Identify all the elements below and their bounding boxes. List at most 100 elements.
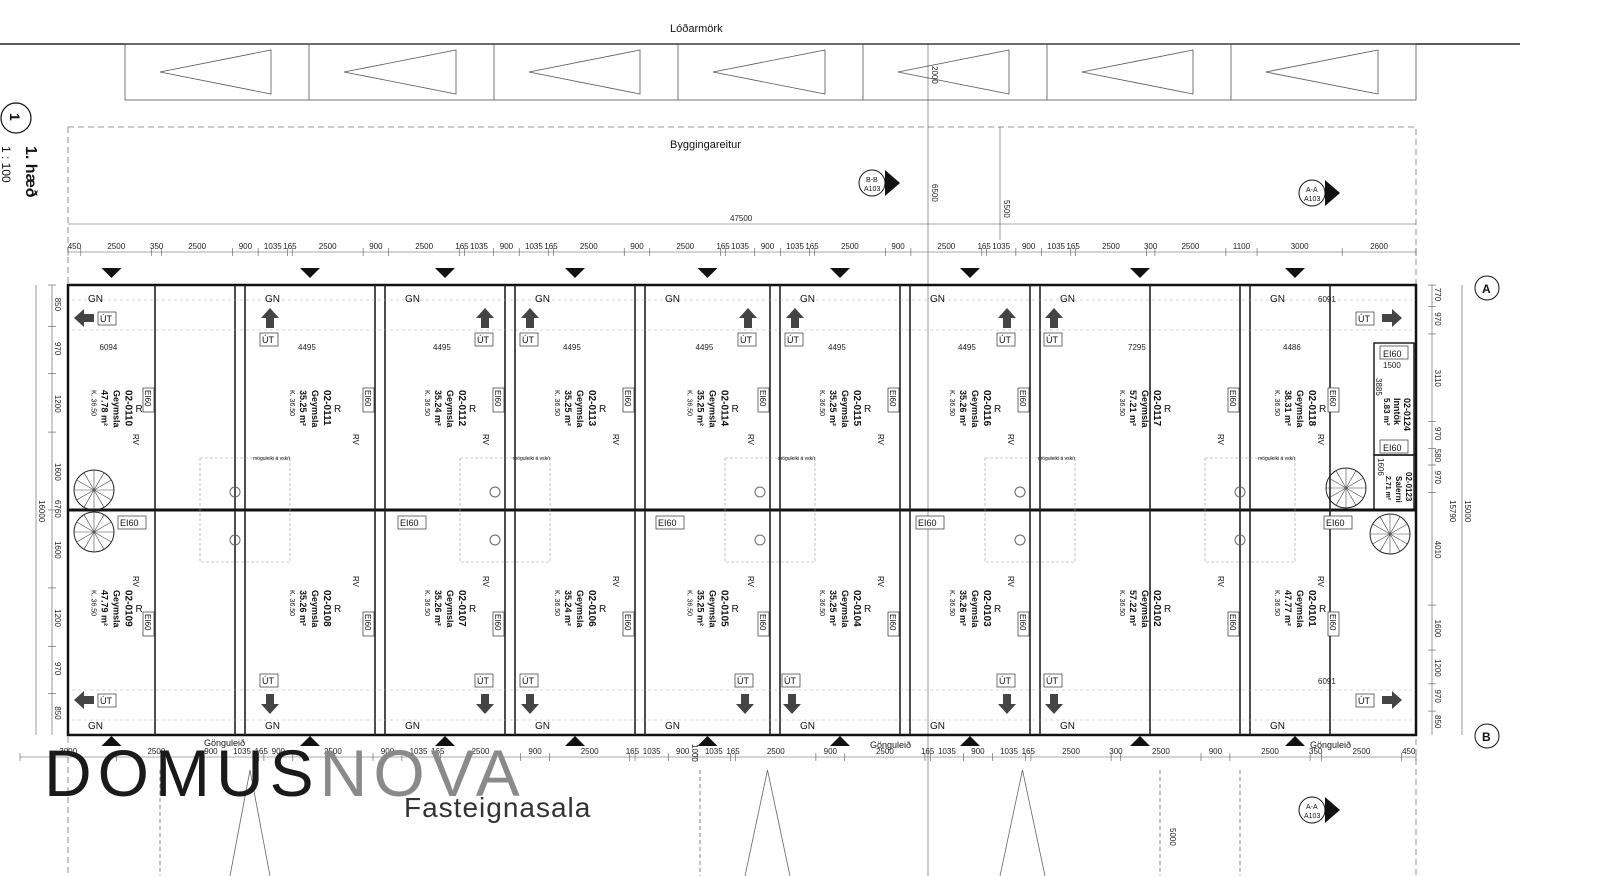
unit-type: Geymsla — [840, 390, 850, 429]
parking-arrow-lower — [744, 769, 791, 876]
exit-arrow-icon — [476, 308, 494, 328]
grid-marker-b: B — [1474, 723, 1500, 749]
setback-dim-2000: 2000 — [930, 66, 939, 84]
fire-rating-box — [915, 515, 945, 530]
exit-arrow-icon — [74, 691, 94, 709]
grid-marker-a: A — [1474, 275, 1500, 301]
dimension-label: 3000 — [59, 747, 77, 756]
gn-label: GN — [265, 721, 280, 732]
unit-area: 47.79 m² — [100, 590, 110, 626]
exit-box — [1043, 673, 1063, 688]
unit-type: Geymsla — [310, 390, 320, 429]
dimension-label: 2500 — [1353, 747, 1371, 756]
fire-rating-box — [1017, 387, 1030, 413]
rv-label: RV — [481, 434, 490, 446]
exit-label: ÚT — [262, 335, 274, 345]
dimension-label: 165 — [431, 747, 445, 756]
parking-arrow — [1081, 49, 1194, 95]
dimension-label: 1035 — [525, 242, 543, 251]
entry-triangle-lower — [1285, 736, 1305, 746]
dimension-label: 1100 — [1233, 242, 1251, 251]
dimension-label: 300 — [1109, 747, 1123, 756]
fire-rating-label: EI60 — [623, 614, 632, 631]
dimension-label: 165 — [1066, 242, 1080, 251]
stair-tread — [1335, 470, 1347, 489]
fire-rating-box — [1227, 387, 1240, 413]
exit-box — [259, 673, 279, 688]
stair-tread — [1345, 487, 1357, 506]
dimension-label: 1035 — [1047, 242, 1065, 251]
unit-type: Geymsla — [970, 390, 980, 429]
dimension-label: 970 — [1433, 471, 1442, 485]
unit-code: 02-0105 — [719, 590, 730, 627]
fire-rating-label: EI60 — [623, 390, 632, 407]
exit-box — [519, 673, 539, 688]
spine-fire-label: EI60 — [915, 515, 945, 530]
fire-rating-label: EI60 — [1328, 614, 1337, 631]
wc-option-outline — [984, 457, 1076, 563]
dimension-label: 1035 — [731, 242, 749, 251]
unit-area: 35.25 m² — [696, 390, 706, 426]
fire-rating-box — [117, 515, 147, 530]
unit-level: K. 36.50 — [1273, 590, 1280, 616]
unit-area: 38.31 m² — [1283, 390, 1293, 426]
spiral-stair-icon — [73, 511, 115, 553]
dimension-label: 2500 — [581, 747, 599, 756]
fire-rating-label: EI60 — [143, 614, 152, 631]
exit-arrow-icon — [739, 308, 757, 328]
unit-level: K. 36.50 — [553, 590, 560, 616]
exit-label: ÚT — [784, 676, 796, 686]
dimension-label: 900 — [381, 747, 395, 756]
fire-rating-label: EI60 — [120, 518, 139, 528]
entry-triangle — [1285, 268, 1305, 278]
dimension-label: 1035 — [410, 747, 428, 756]
toilet-icon — [229, 534, 241, 546]
entry-triangle — [300, 268, 320, 278]
unit-level: K. 36.50 — [288, 590, 295, 616]
fire-rating-box — [362, 611, 375, 637]
unit-code: 02-0111 — [321, 390, 332, 426]
exit-sign: ÚT — [1043, 308, 1063, 347]
brand-subtitle: Fasteignasala — [404, 792, 592, 823]
fire-rating-box — [1323, 515, 1353, 530]
exit-sign: ÚT — [734, 673, 754, 714]
unit-area: 35.26 m² — [958, 390, 968, 426]
stair-tread — [83, 472, 95, 491]
exit-arrow-icon — [736, 694, 754, 714]
dimension-label: 2500 — [876, 747, 894, 756]
unit-type: Geymsla — [575, 590, 585, 629]
side-room-dim: 3885 — [1374, 378, 1383, 396]
spine-fire-label: EI60 — [655, 515, 685, 530]
gn-label: GN — [1270, 721, 1285, 732]
section-mark-aa-bottom: A-A A103 — [1298, 796, 1340, 824]
parking-arrow — [343, 49, 457, 95]
unit-level: K. 36.50 — [288, 390, 295, 416]
fire-rating-box — [492, 387, 505, 413]
plot-boundary-label: Lóðarmörk — [670, 23, 723, 35]
exit-sign: ÚT — [996, 308, 1016, 347]
side-room-code: 02-0123 — [1404, 472, 1413, 502]
wc-option-outline — [459, 457, 551, 563]
spiral-stair-icon — [1325, 467, 1367, 509]
dimension-label: 165 — [544, 242, 558, 251]
unit-type: Geymsla — [1140, 390, 1150, 429]
exit-arrow-icon — [261, 308, 279, 328]
fire-rating-box — [655, 515, 685, 530]
fire-rating-box — [1379, 439, 1409, 454]
parking-arrow-lower — [229, 769, 271, 876]
rv-label: RV — [611, 434, 620, 446]
stair-tread — [1345, 477, 1364, 489]
unit-r-label: R — [599, 604, 606, 615]
exit-sign: ÚT — [996, 673, 1016, 714]
fire-rating-box — [887, 611, 900, 637]
fire-rating-label: EI60 — [658, 518, 677, 528]
brand-domus: DOMUS — [44, 736, 320, 810]
toilet-icon — [754, 486, 766, 498]
exit-arrow-icon — [1045, 308, 1063, 328]
exit-sign: ÚT — [259, 673, 279, 714]
fire-rating-box — [492, 611, 505, 637]
